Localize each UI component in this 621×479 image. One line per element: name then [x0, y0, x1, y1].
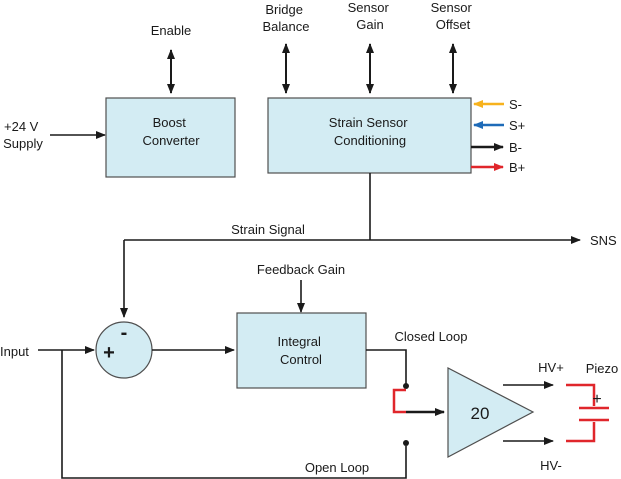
sensor-gain-label: Sensor Gain: [348, 0, 393, 32]
piezo-plus-label: +: [592, 391, 601, 408]
switch-closed-terminal: [403, 383, 409, 389]
strain-sensor-line-1: Strain Sensor: [329, 115, 408, 130]
supply-line-1: +24 V: [4, 119, 39, 134]
s-plus-label: S+: [509, 118, 525, 133]
integral-control-block: [236, 312, 367, 389]
input-label: Input: [0, 344, 29, 359]
closed-loop-label: Closed Loop: [395, 329, 468, 344]
supply-label: +24 V Supply: [3, 119, 43, 151]
b-minus-label: B-: [509, 140, 522, 155]
supply-line-2: Supply: [3, 136, 43, 151]
switch-open-terminal: [403, 440, 409, 446]
sensor-offset-line-1: Sensor: [431, 0, 473, 15]
switch-wiper: [392, 388, 406, 414]
strain-sensor-line-2: Conditioning: [334, 133, 406, 148]
piezo-wire-top: [566, 383, 596, 406]
amplifier-gain-label: 20: [471, 404, 490, 423]
boost-converter-line-2: Converter: [142, 133, 200, 148]
boost-converter-block: [105, 97, 236, 178]
strain-sensor-conditioning-label: Strain Sensor Conditioning: [329, 115, 411, 148]
bridge-balance-line-2: Balance: [263, 19, 310, 34]
bridge-balance-label: Bridge Balance: [263, 2, 310, 34]
piezo-wire-bottom: [566, 422, 596, 443]
summing-plus-sign: +: [103, 342, 115, 364]
piezo-label: Piezo: [586, 361, 619, 376]
integral-control-label: Integral Control: [278, 334, 325, 367]
boost-converter-label: Boost Converter: [142, 115, 200, 148]
sensor-offset-label: Sensor Offset: [431, 0, 476, 32]
sensor-offset-line-2: Offset: [436, 17, 471, 32]
amplifier-triangle: [447, 367, 535, 458]
integral-control-line-1: Integral: [278, 334, 321, 349]
integral-control-line-2: Control: [280, 352, 322, 367]
b-plus-label: B+: [509, 160, 525, 175]
summing-minus-sign: -: [121, 322, 128, 344]
bridge-balance-line-1: Bridge: [265, 2, 303, 17]
hv-minus-label: HV-: [540, 458, 562, 473]
open-loop-label: Open Loop: [305, 460, 369, 475]
strain-signal-label: Strain Signal: [231, 222, 305, 237]
s-minus-label: S-: [509, 97, 522, 112]
strain-sensor-conditioning-block: [267, 97, 472, 174]
sns-label: SNS: [590, 233, 617, 248]
feedback-gain-label: Feedback Gain: [257, 262, 345, 277]
sensor-gain-line-2: Gain: [356, 17, 383, 32]
boost-converter-line-1: Boost: [153, 115, 187, 130]
hv-plus-label: HV+: [538, 360, 564, 375]
sensor-gain-line-1: Sensor: [348, 0, 390, 15]
open-loop-wire: [61, 350, 407, 479]
enable-label: Enable: [151, 23, 191, 38]
closed-loop-wire: [366, 349, 407, 385]
